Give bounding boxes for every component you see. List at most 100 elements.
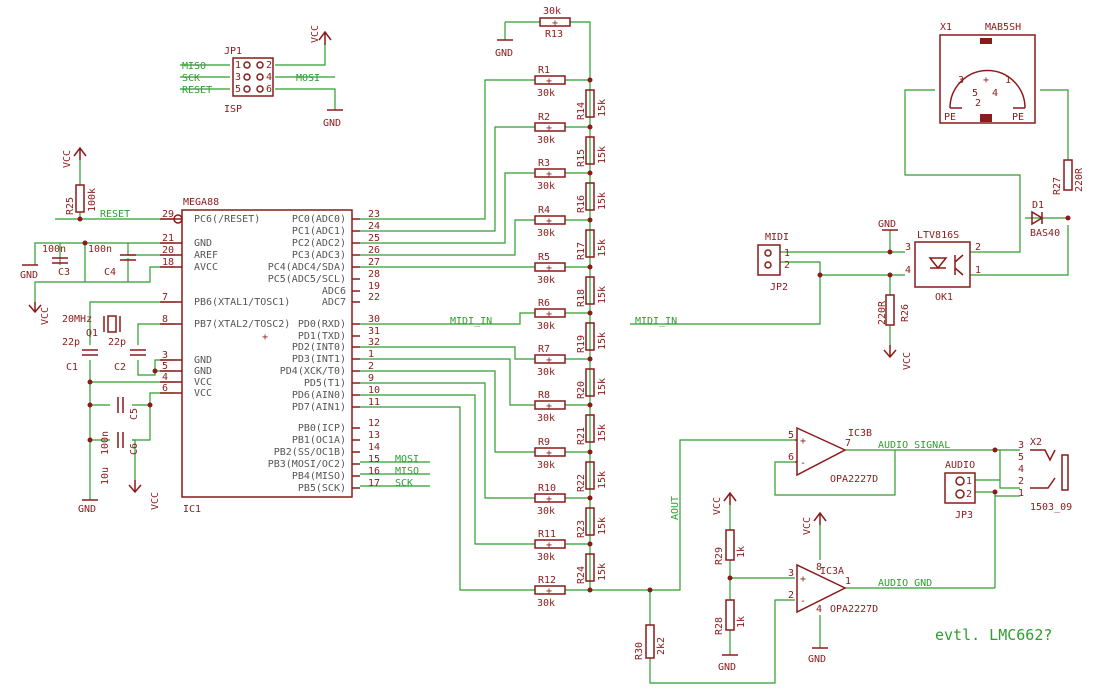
resistor-value: 15k [597,517,608,535]
diode-d1: D1 BAS40 [1030,200,1060,239]
din-connector-x1: 3 1 5 4 2 + PE PE X1 MAB5SH [939,22,1036,124]
opamp-ic3a: + - 3 2 1 8 4 IC3A OPA2227D [788,562,878,615]
mcu-pin-label: PC3(ADC3) [292,250,346,261]
isp-pin-6: 6 [256,84,272,95]
resistor-value: 30k [537,552,555,563]
mcu-pin-label: PC4(ADC4/SDA) [268,262,346,273]
mcu-pin-number: 19 [368,281,380,292]
mcu-pin-label: PD3(INT1) [292,354,346,365]
resistor-r27: R27 220R [1052,159,1085,195]
mcu-pin-label: PD4(XCK/T0) [280,366,346,377]
mcu-pin-label: ADC7 [322,297,346,308]
mcu-pin-number: 28 [368,269,380,280]
resistor-value: 30k [537,88,555,99]
isp-pin-3: 3 [235,72,251,83]
vcc-label: VCC [712,497,723,515]
resistor-value: 30k [537,413,555,424]
svg-text:R25: R25 [65,197,76,215]
resistor-marker: + [546,169,552,180]
mcu-pin-label: AREF [194,250,218,261]
resistor-ref: R18 [576,289,587,307]
svg-text:C3: C3 [58,267,70,278]
vcc-r29: VCC [712,491,737,515]
net-mosi: MOSI [395,454,419,465]
mcu-pin-12: 12 PB0(ICP) [298,418,380,434]
vcc-label: VCC [310,25,321,43]
mcu-pin-label: ADC6 [322,286,346,297]
svg-text:LTV816S: LTV816S [917,230,959,241]
isp-miso-label: MISO [182,61,206,72]
resistor-value: 30k [537,135,555,146]
resistor-ref: R7 [538,344,550,355]
svg-text:220R: 220R [1074,167,1085,192]
net-aout: AOUT [670,496,681,520]
mcu-pin-label: PD2(INT0) [292,342,346,353]
mcu-pin-number: 1 [368,349,374,360]
mcu-pin-number: 30 [368,314,380,325]
gnd-isp: GND [323,109,343,129]
mcu-pin-number: 24 [368,221,380,232]
svg-text:-: - [800,458,806,469]
svg-text:-: - [800,596,806,607]
resistor-marker: + [546,76,552,87]
svg-text:22p: 22p [108,337,126,348]
svg-text:MAB5SH: MAB5SH [985,22,1021,33]
svg-text:220R: 220R [877,300,888,325]
mcu-pin-number: 9 [368,373,374,384]
isp-reset-label: RESET [182,85,212,96]
mcu-pin-label: PB0(ICP) [298,423,346,434]
svg-text:IC3A: IC3A [820,566,844,577]
svg-text:+: + [552,18,558,29]
resistor-value: 15k [597,99,608,117]
svg-text:1: 1 [975,265,981,276]
mcu-pin-label: PB6(XTAL1/TOSC1) [194,297,290,308]
resistor-value: 30k [537,275,555,286]
vcc-ic3a: VCC [802,511,827,535]
mcu-pin-number: 23 [368,209,380,220]
mcu-pin-label: PD7(AIN1) [292,402,346,413]
isp-pin-4: 4 [256,72,272,83]
resistor-value: 30k [537,181,555,192]
gnd-r13: GND [495,39,513,59]
svg-text:2k2: 2k2 [656,637,667,655]
svg-text:JP3: JP3 [955,510,973,521]
mcu-pin-number: 26 [368,245,380,256]
svg-text:1: 1 [1005,75,1011,86]
mcu-pin-number: 12 [368,418,380,429]
resistor-ref: R22 [576,474,587,492]
resistor-value: 15k [597,146,608,164]
resistor-ref: R3 [538,158,550,169]
isp-pin-5: 5 [235,84,251,95]
svg-text:20MHz: 20MHz [62,314,92,325]
gnd-main: GND [78,499,98,515]
mcu-pin-number: 16 [368,466,380,477]
gnd-label: GND [20,270,38,281]
mcu-pin-number: 32 [368,337,380,348]
resistor-value: 30k [537,506,555,517]
resistor-ref: R12 [538,575,556,586]
gnd-midi: GND [878,219,898,231]
net-midi-in-header: MIDI_IN [635,316,677,327]
resistor-ref: R8 [538,390,550,401]
mcu-pin-26: 26 PC3(ADC3) [292,245,380,261]
svg-text:6: 6 [788,452,794,463]
mcu-pin-label: PC0(ADC0) [292,214,346,225]
gnd-label: GND [878,219,896,230]
